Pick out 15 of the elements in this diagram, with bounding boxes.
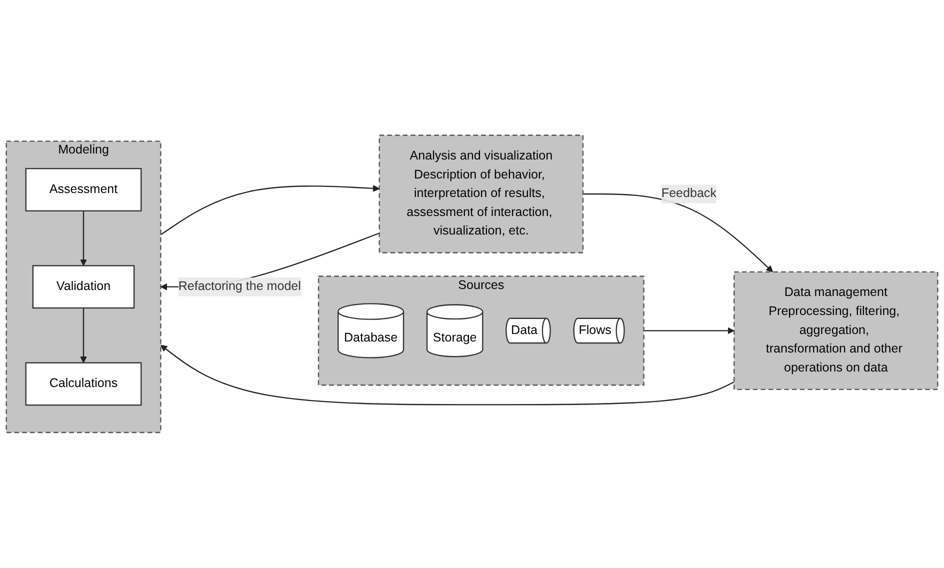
arrow [80,210,87,266]
node-box: Calculations [25,362,142,406]
arrow [582,194,774,272]
node-box: Validation [32,265,135,309]
node-box: Assessment [25,168,142,212]
arrow [160,185,380,236]
node-text: Flows [578,324,612,338]
edge-label: Refactoring the model [178,280,301,294]
arrow [80,308,87,364]
node-box: Data management Preprocessing, filtering, aggregation, transformation and other operations on data [734,271,938,390]
node-box: Analysis and visualization Description of behavior, interpretation of results, assessment of interaction, visualization, etc. [378,134,584,254]
arrow [644,327,734,334]
arrow [160,344,734,406]
edge-label: Feedback [661,187,716,200]
node-text: Data [511,324,538,338]
